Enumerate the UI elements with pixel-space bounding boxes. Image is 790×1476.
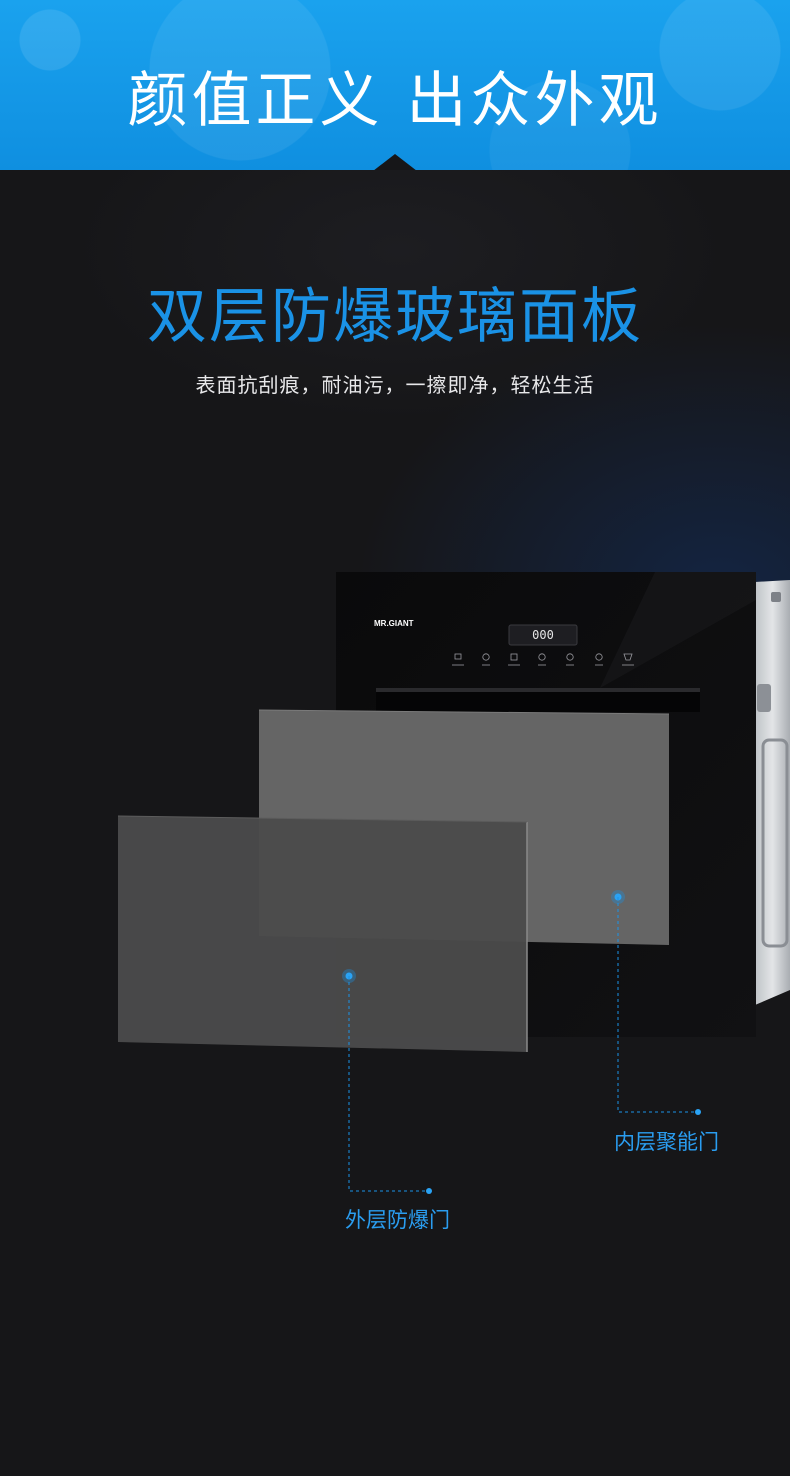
sterilize-icon[interactable] [595,653,603,666]
dry-icon[interactable] [508,653,520,666]
callout-inner-marker [611,890,701,1115]
banner-pattern [0,0,790,170]
section-subheading: 表面抗刮痕，耐油污，一擦即净，轻松生活 [195,373,595,397]
clock-icon[interactable] [538,653,546,666]
callout-outer-marker [342,969,432,1194]
callout-outer-label: 外层防爆门 [345,1208,450,1232]
callout-inner-label: 内层聚能门 [614,1130,719,1154]
brand-logo: MR.GIANT [374,619,414,628]
banner-title: 颜值正义 出众外观 [127,66,663,136]
top-banner: 颜值正义 出众外观 [0,0,790,170]
cabinet-side [755,580,790,1005]
timer-icon[interactable] [482,653,490,666]
control-buttons [452,653,634,666]
banner-notch [373,154,417,171]
outer-glass-door [117,815,528,1052]
section-heading: 双层防爆玻璃面板 [147,282,643,352]
digital-display [508,624,578,646]
display-readout: 000 [532,628,554,642]
cup-icon[interactable] [622,653,634,666]
disinfect-icon[interactable] [566,653,574,666]
power-icon[interactable] [452,653,464,666]
